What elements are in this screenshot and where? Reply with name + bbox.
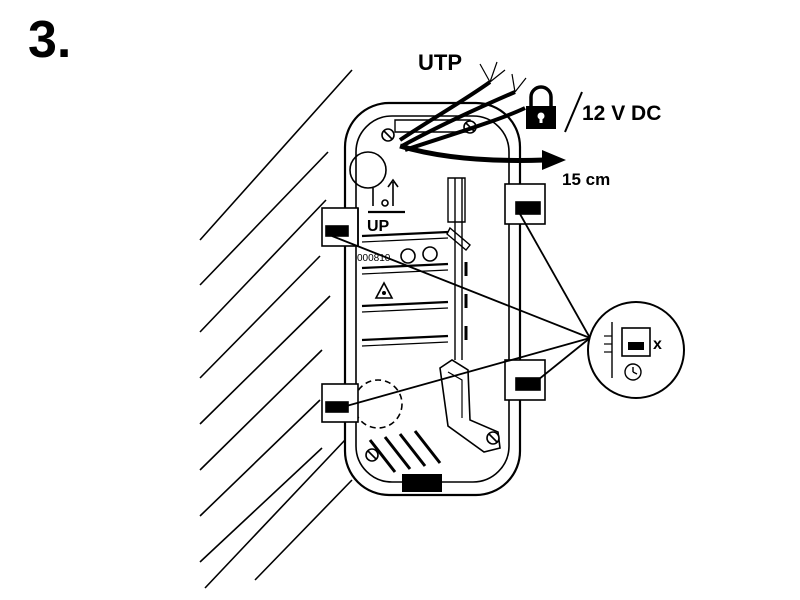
clamp-bottom-left (321, 383, 359, 423)
power-separator-slash (564, 91, 583, 133)
power-label: 12 V DC (582, 102, 662, 125)
step-number: 3. (28, 11, 72, 69)
wall-hatching (199, 69, 353, 589)
up-arrow-icon (368, 178, 405, 214)
clamp-detail-view (587, 301, 685, 399)
leader-lines (331, 213, 591, 411)
box-code-label: 000810 (357, 253, 391, 264)
clock-icon (624, 363, 642, 381)
clamp-top-left (321, 207, 359, 247)
cable-label: UTP (418, 50, 462, 75)
side-clamps (321, 183, 546, 423)
detail-mark: x (653, 336, 662, 353)
cable-wire-ends (479, 61, 527, 93)
orientation-label: UP (367, 218, 390, 235)
length-label: 15 cm (562, 170, 611, 189)
bottom-label-plate (402, 474, 442, 492)
utp-cables (398, 80, 526, 152)
clamp-top-right (504, 183, 546, 225)
warning-triangle-icon (374, 281, 394, 299)
lock-icon (526, 85, 556, 129)
length-arrow (399, 143, 566, 170)
